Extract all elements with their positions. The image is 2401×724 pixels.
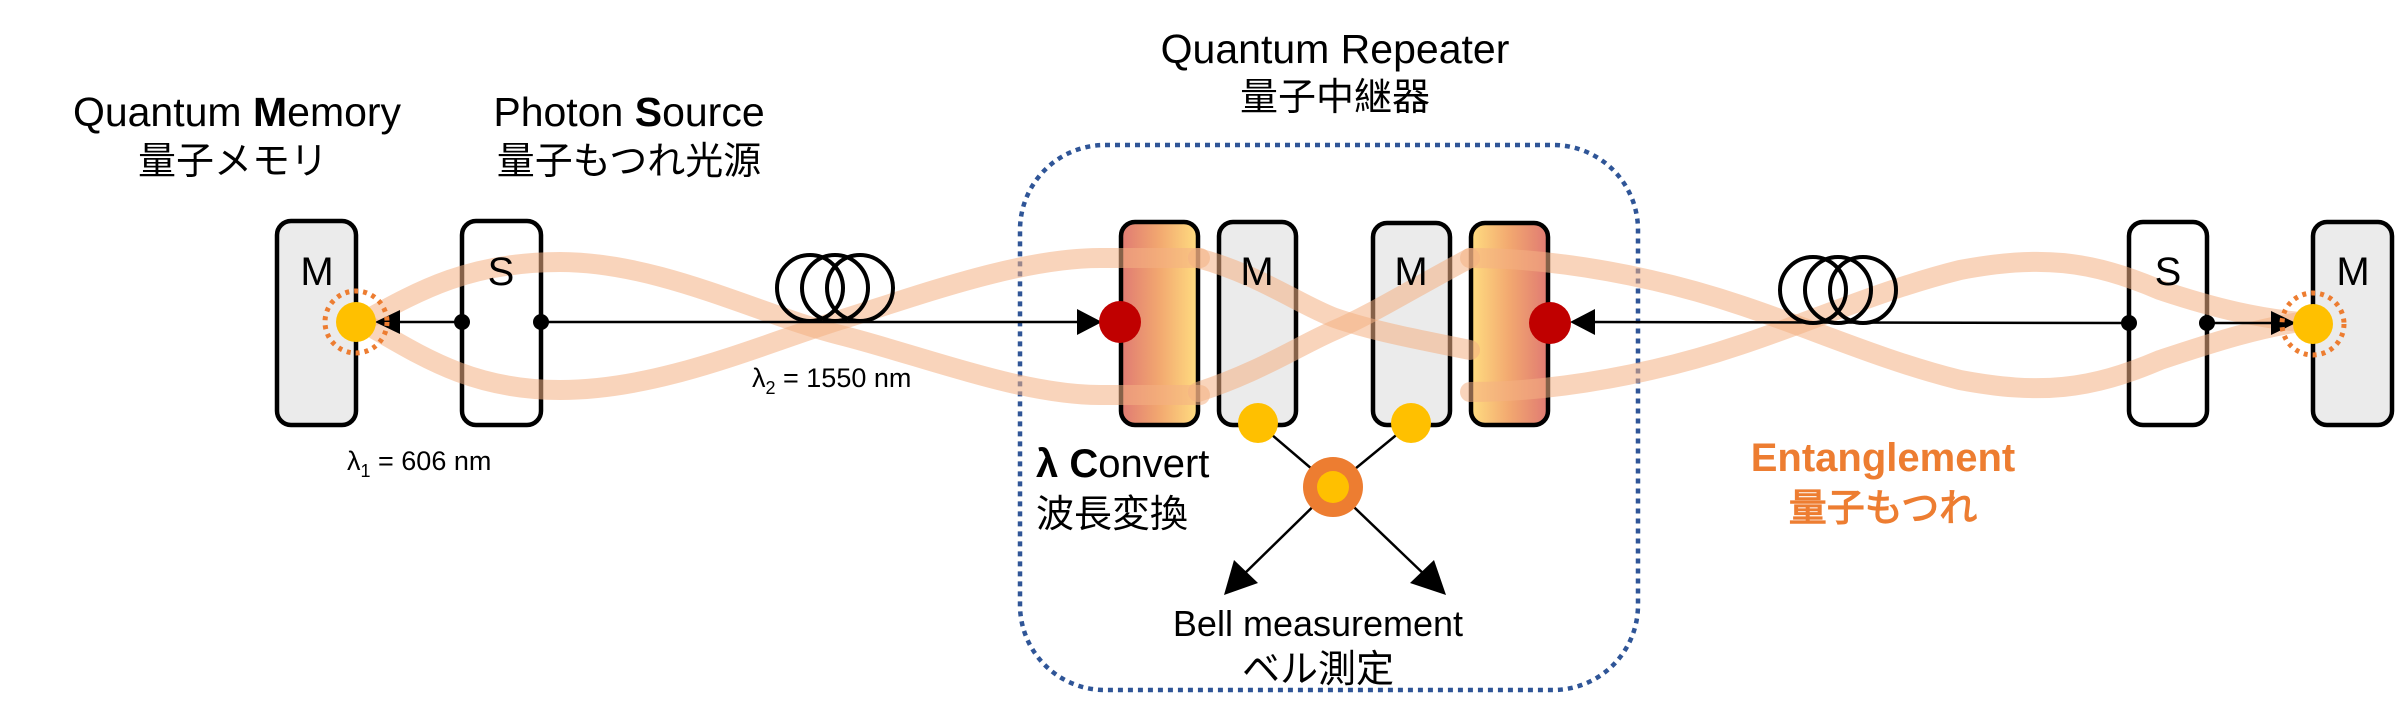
memory-halo-right [2279,290,2347,358]
repeater-boundary [1017,142,1641,693]
memory-photon-right [2293,304,2333,344]
memory-label-en: Quantum Memory [73,89,402,135]
entanglement-ribbon-right-upper [1460,248,2310,399]
memory-letter-left: M [300,250,333,294]
fiber-coil-right-icon [1778,255,1898,325]
memory-letter-repeater-left: M [1240,250,1273,294]
arrowhead-right-converter [1570,309,1595,335]
memory-halo-left [322,288,390,356]
source-label-en: Photon Source [493,89,764,135]
converter-qubit-left [1099,301,1141,343]
fiber-coil-left-icon [775,253,895,323]
repeater-title-jp: 量子中継器 [1240,75,1430,119]
source-port-right-out [2199,315,2215,331]
entanglement-ribbon-center-a [1188,248,1480,360]
memory-label-jp: 量子メモリ [138,139,328,183]
repeater-photon-left [1238,403,1278,443]
bell-output-arrow-left [1224,560,1258,595]
bell-measurement-label-jp: ベル測定 [1242,647,1394,691]
bell-measurement-node-inner [1317,471,1349,503]
bell-measurement-label-en: Bell measurement [1173,603,1463,644]
converter-qubit-right [1529,302,1571,344]
arrowhead-right-memory [2271,311,2296,335]
entanglement-ribbon-left-lower [352,247,1210,401]
entanglement-ribbon-center-b [1188,248,1480,402]
memory-photon-left [336,302,376,342]
source-port-left-out [533,314,549,330]
memory-letter-repeater-right: M [1394,250,1427,294]
repeater-photon-right [1391,403,1431,443]
arrowhead-left-converter [1077,309,1102,335]
converter-label-en: λ Convert [1036,442,1209,486]
entanglement-label-jp: 量子もつれ [1789,486,1977,530]
source-letter-right: S [2155,250,2182,294]
source-label-jp: 量子もつれ光源 [497,139,761,183]
entanglement-ribbon-right-lower [1460,251,2310,402]
memory-letter-right: M [2336,250,2369,294]
wavelength-label-2: λ2 = 1550 nm [752,363,911,398]
bell-output-arrow-right [1410,560,1446,595]
wavelength-label-1: λ1 = 606 nm [347,446,491,481]
source-port-left-in [454,314,470,330]
source-letter-left: S [488,250,515,294]
entanglement-label-en: Entanglement [1751,436,2015,480]
converter-label-jp: 波長変換 [1036,492,1188,536]
source-port-right-in [2121,315,2137,331]
repeater-title-en: Quantum Repeater [1161,26,1510,72]
